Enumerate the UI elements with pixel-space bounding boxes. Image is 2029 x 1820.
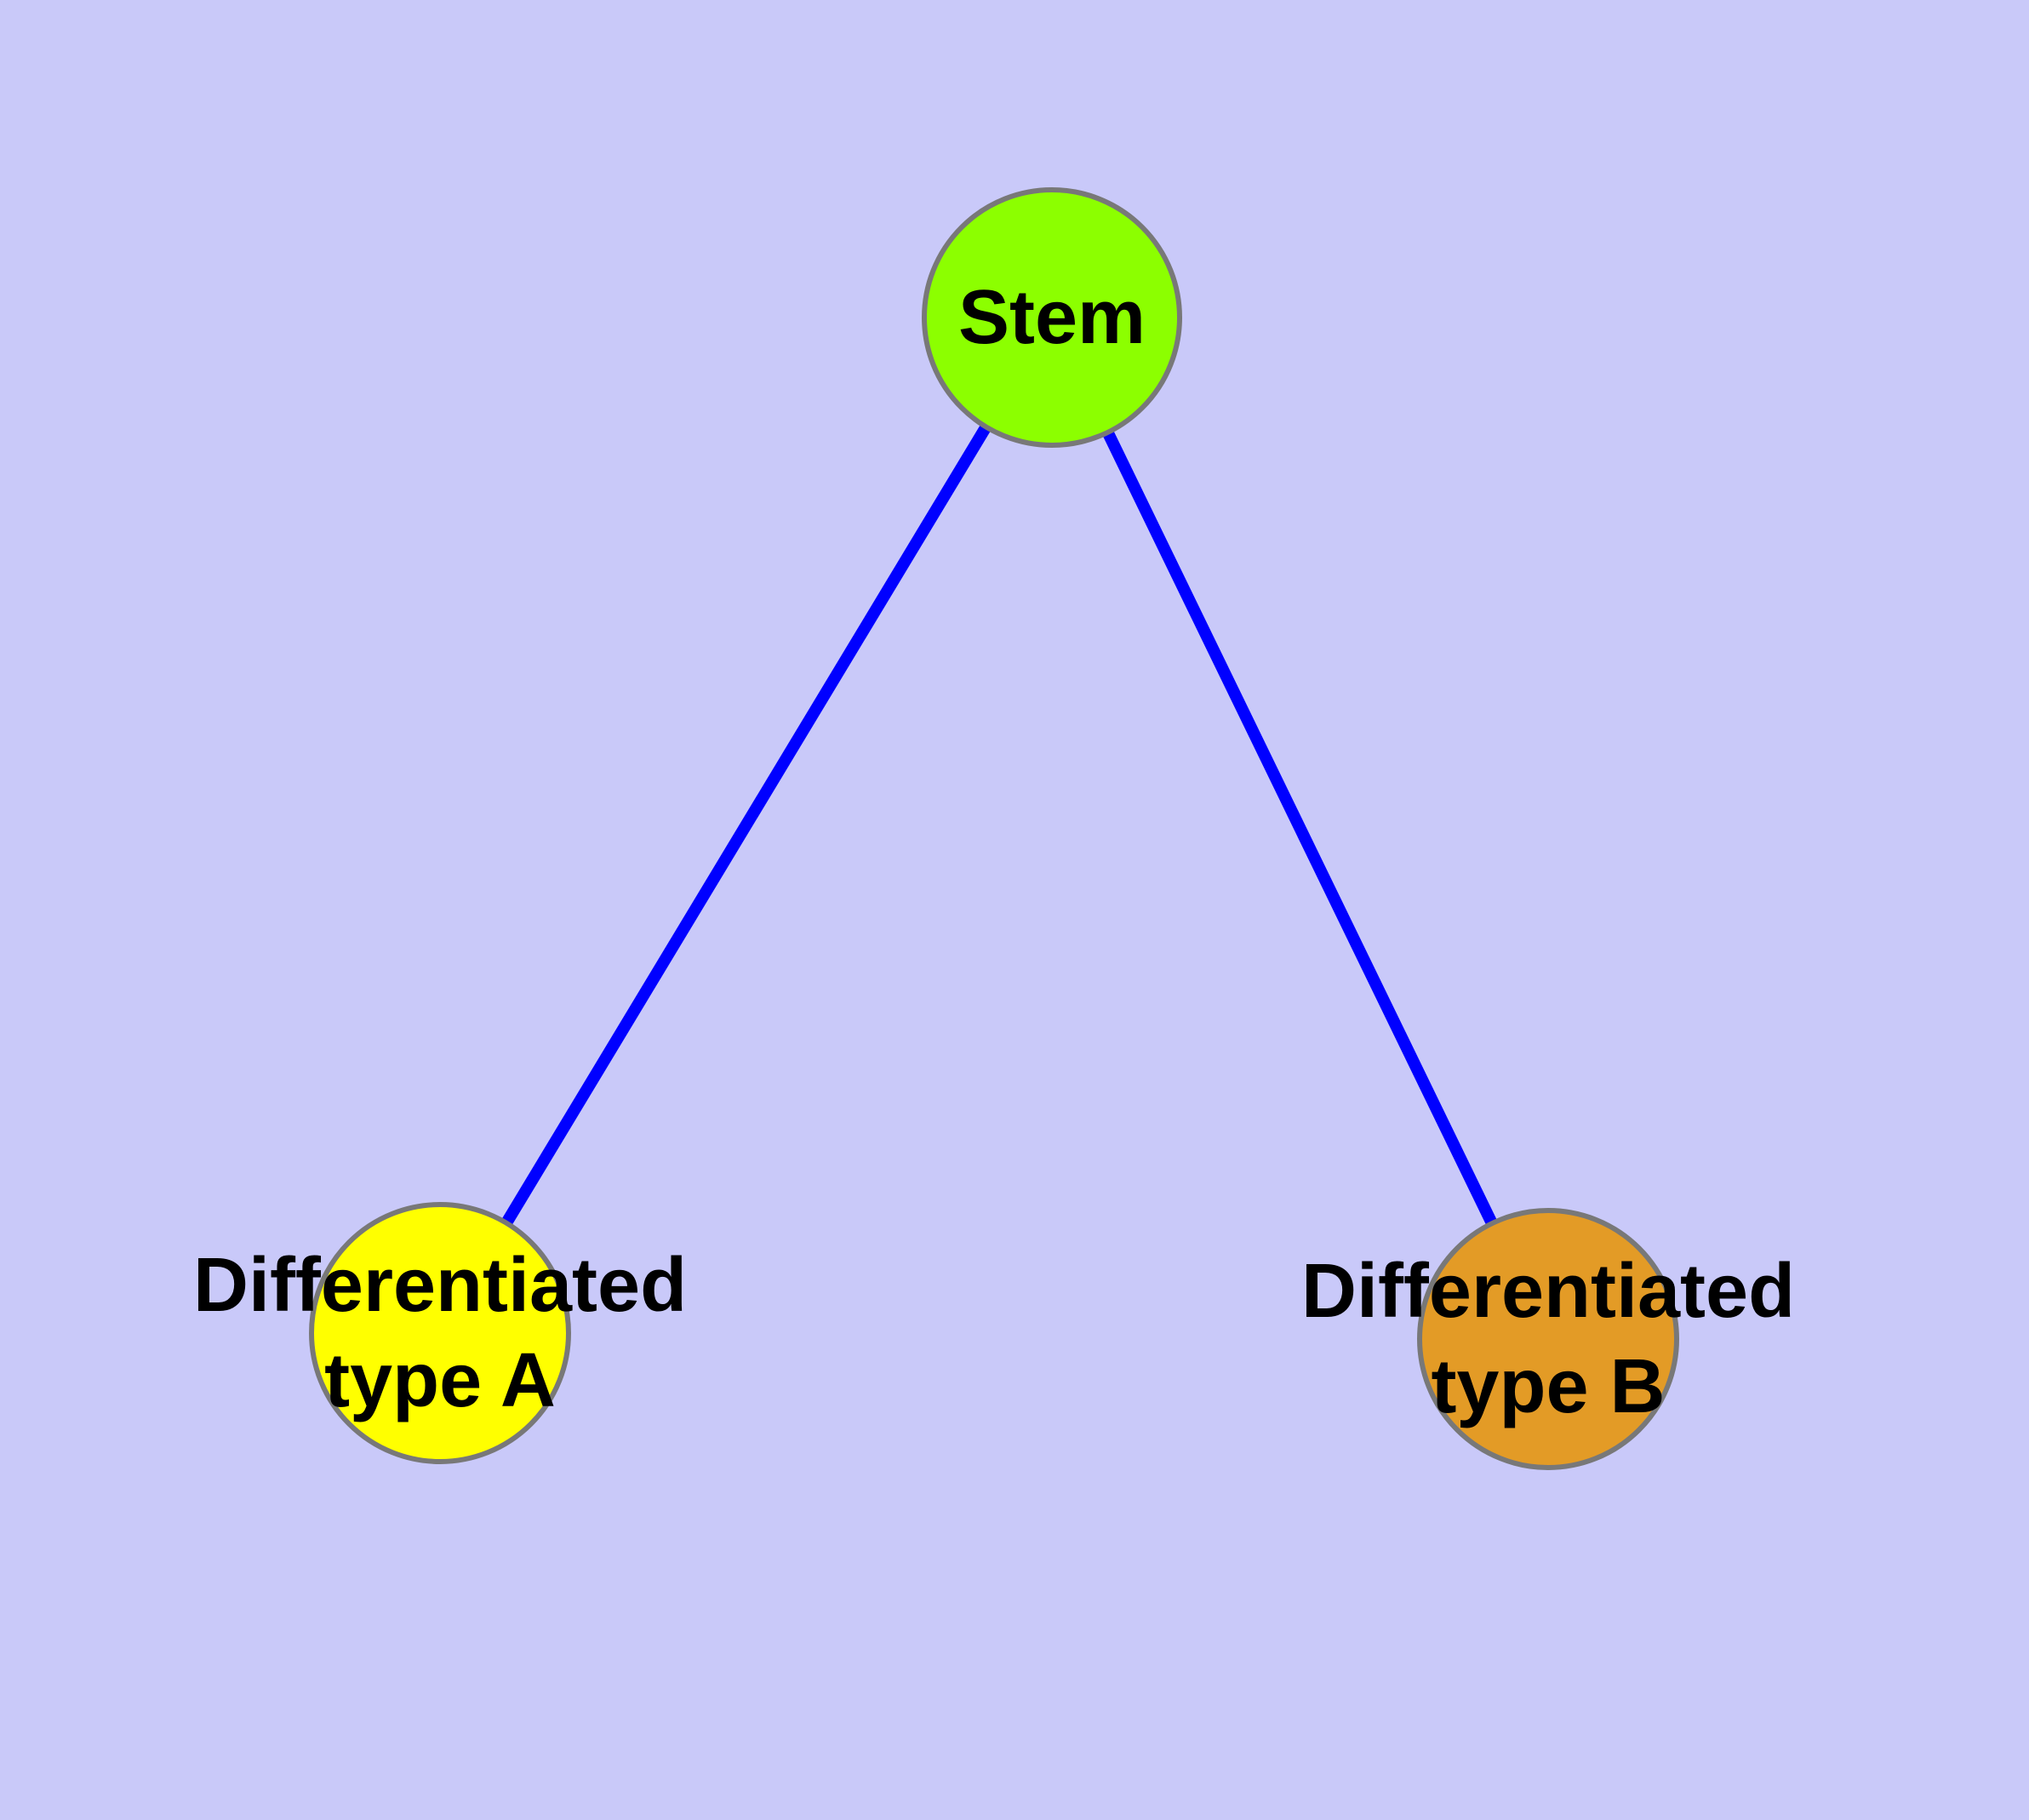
- edge-stem-type-a: [435, 314, 1057, 1336]
- nodes-layer: [309, 187, 1679, 1470]
- node-circle-type-a: [309, 1202, 571, 1464]
- node-circle-type-b: [1417, 1208, 1679, 1470]
- node-circle-stem: [922, 187, 1182, 448]
- node-label-differentiated-type-b: Differentiated type B: [1300, 1249, 1796, 1429]
- node-label-stem: Stem: [957, 275, 1146, 360]
- node-label-differentiated-type-a: Differentiated type A: [192, 1243, 688, 1423]
- edge-stem-type-b: [1046, 314, 1554, 1342]
- edges-layer: [435, 314, 1554, 1342]
